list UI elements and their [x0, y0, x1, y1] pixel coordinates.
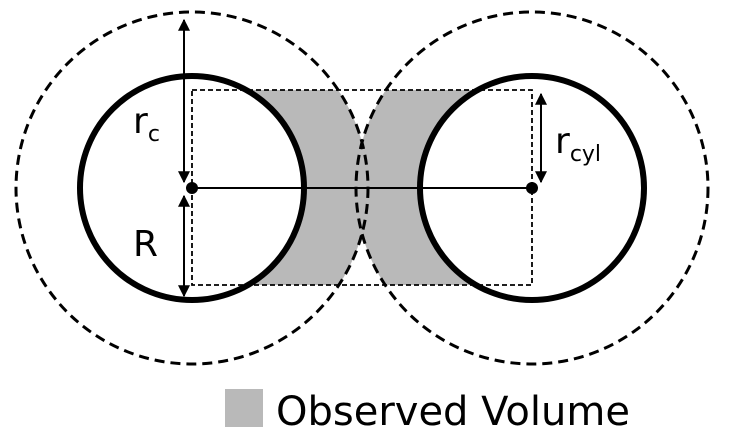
label-r-c: rc — [133, 101, 160, 147]
center-dot-right — [526, 182, 538, 194]
label-R: R — [133, 224, 158, 265]
center-dot-left — [186, 182, 198, 194]
label-r-cyl: rcyl — [555, 121, 601, 167]
legend-swatch — [225, 389, 263, 427]
legend-label: Observed Volume — [276, 389, 630, 435]
legend: Observed Volume — [225, 389, 630, 435]
